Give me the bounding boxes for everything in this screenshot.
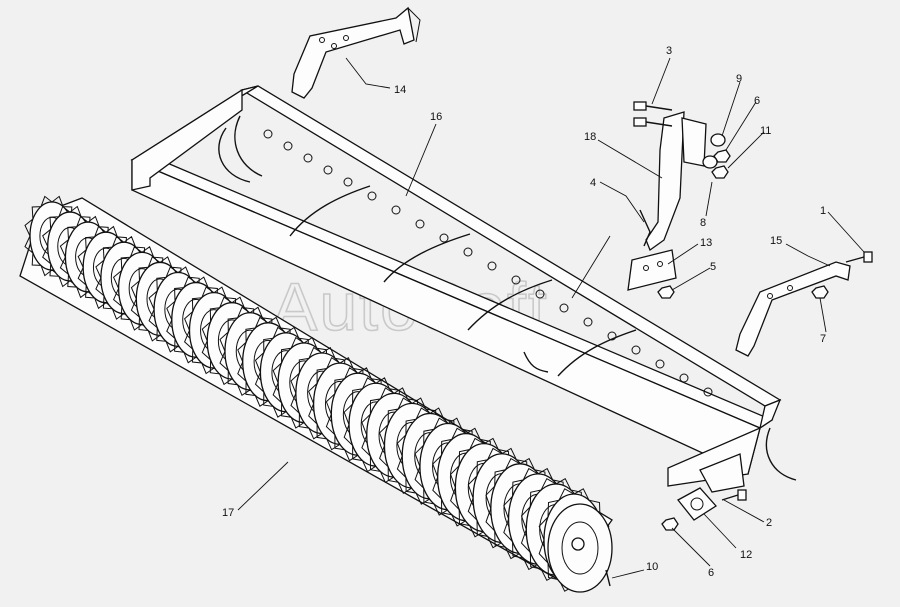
callout-12: 12 [740, 549, 752, 561]
callout-14: 14 [394, 84, 406, 96]
bracket-part-15 [735, 261, 851, 357]
callout-9: 9 [736, 73, 742, 85]
callout-15: 15 [770, 235, 782, 247]
callouts: 1 2 3 4 5 6 6 7 8 9 10 11 12 13 14 15 16… [222, 45, 826, 579]
bracket-part-14 [291, 6, 421, 99]
callout-11: 11 [760, 125, 771, 137]
callout-17: 17 [222, 507, 234, 519]
callout-13: 13 [700, 237, 712, 249]
roller-rings [24, 195, 610, 592]
callout-6-lower: 6 [708, 567, 714, 579]
callout-8: 8 [700, 217, 706, 229]
callout-1: 1 [820, 205, 826, 217]
tine-holder-assembly [627, 111, 707, 291]
callout-10: 10 [646, 561, 658, 573]
callout-3: 3 [666, 45, 672, 57]
callout-2: 2 [766, 517, 772, 529]
callout-5: 5 [710, 261, 716, 273]
leader-lines [237, 57, 865, 579]
callout-7: 7 [820, 333, 826, 345]
callout-16: 16 [430, 111, 442, 123]
callout-18: 18 [584, 131, 596, 143]
roller-part-17 [19, 195, 613, 593]
frame-part-16 [130, 85, 797, 493]
callout-4: 4 [590, 177, 596, 189]
callout-6-upper: 6 [754, 95, 760, 107]
